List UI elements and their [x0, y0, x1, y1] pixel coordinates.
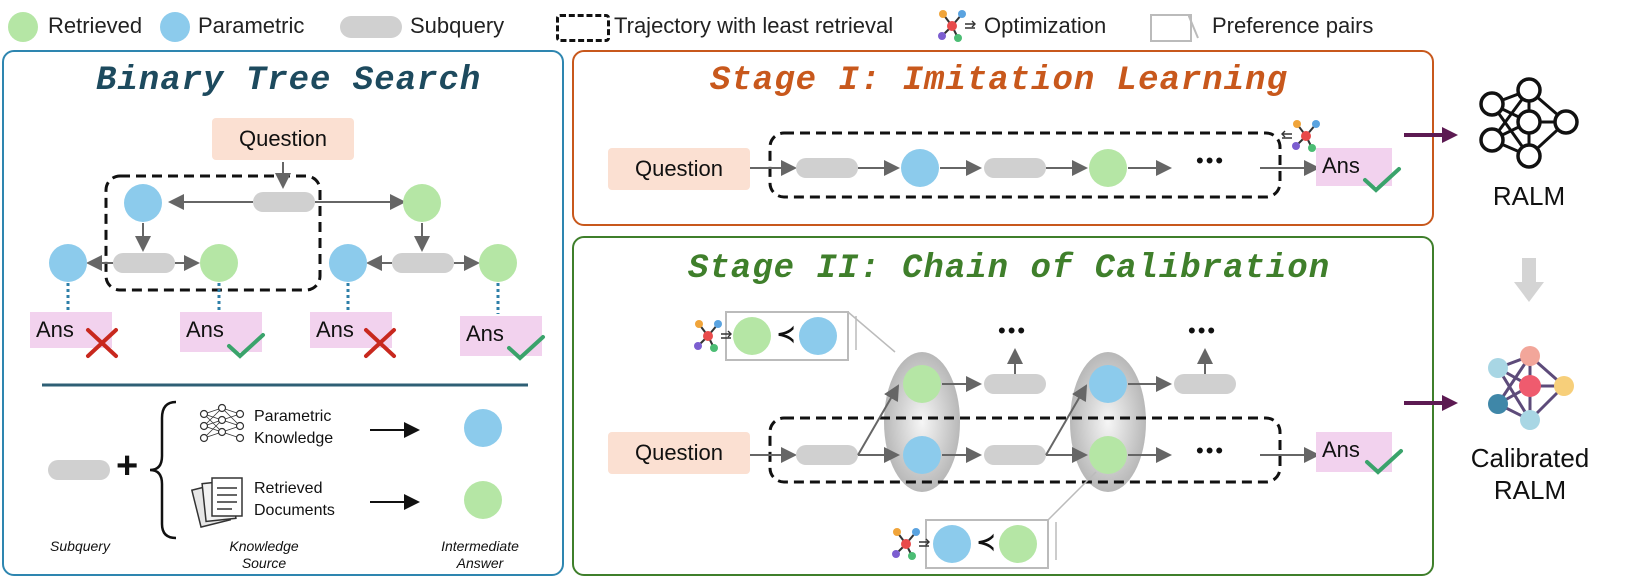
binary-tree-search-panel — [2, 50, 564, 576]
down-arrow-icon — [1514, 258, 1544, 302]
retrieved-documents-icon — [190, 477, 243, 528]
stage1-panel — [572, 50, 1434, 226]
optimization-icon — [694, 320, 732, 352]
knowledge-source-caption: Knowledge Source — [229, 538, 299, 571]
stage2-ellipsis-top-1: ••• — [998, 318, 1028, 343]
stage1-question-box: Question — [608, 148, 750, 190]
correct-check-icon — [1365, 449, 1403, 475]
left-answer-box-4: Ans — [460, 316, 542, 356]
stage2-title: Stage II: Chain of Calibration — [688, 250, 1331, 288]
calibrated-ralm-label-1: Calibrated — [1470, 443, 1590, 473]
calibrated-ralm-network-icon — [1488, 346, 1574, 430]
stage1-title: Stage I: Imitation Learning — [710, 62, 1288, 100]
optimization-icon — [1281, 120, 1320, 152]
stage1-answer-box: Ans — [1316, 148, 1392, 186]
correct-check-icon — [227, 333, 265, 359]
optimization-legend-label: Optimization — [984, 13, 1107, 38]
parametric-legend-label: Parametric — [198, 13, 305, 38]
stage1-ellipsis: ••• — [1196, 148, 1226, 173]
wrong-cross-icon — [364, 328, 396, 358]
left-answer-box-2: Ans — [180, 312, 262, 352]
stage2-ellipsis-main: ••• — [1196, 438, 1226, 463]
retrieved-documents-label: Retrieved Documents — [254, 480, 335, 519]
correct-check-icon — [1363, 167, 1401, 193]
binary-tree-diagram — [42, 162, 528, 540]
ralm-network-icon — [1479, 77, 1579, 169]
calibrated-ralm-label-2: RALM — [1493, 475, 1567, 505]
subquery-caption: Subquery — [50, 538, 110, 554]
intermediate-answer-caption: Intermediate Answer — [441, 538, 519, 571]
ralm-label: RALM — [1492, 181, 1566, 211]
plus-sign: + — [116, 445, 139, 487]
optimization-icon — [892, 528, 930, 560]
preference-legend-box — [1150, 14, 1192, 42]
correct-check-icon — [507, 335, 545, 361]
retrieved-legend-dot — [8, 12, 38, 42]
stage2-ellipsis-top-2: ••• — [1188, 318, 1218, 343]
subquery-legend-pill — [340, 16, 402, 38]
trajectory-legend-box — [556, 14, 610, 42]
pref-less-than: ≺ — [976, 529, 997, 556]
left-question-box: Question — [212, 118, 354, 160]
preference-legend-label: Preference pairs — [1212, 13, 1374, 38]
trajectory-legend-label: Trajectory with least retrieval — [614, 13, 894, 38]
preference-legend-tail — [1188, 14, 1199, 39]
parametric-legend-dot — [160, 12, 190, 42]
pref-less-than: ≺ — [776, 321, 797, 348]
stage2-question-box: Question — [608, 432, 750, 474]
parametric-knowledge-label: Parametric Knowledge — [254, 408, 334, 447]
subquery-legend-label: Subquery — [410, 13, 505, 38]
binary-tree-search-title: Binary Tree Search — [96, 62, 482, 100]
stage2-answer-box: Ans — [1316, 432, 1392, 472]
optimization-icon — [938, 10, 976, 42]
wrong-cross-icon — [86, 328, 118, 358]
legend: Retrieved Parametric Subquery Trajectory… — [0, 0, 1627, 50]
retrieved-legend-label: Retrieved — [48, 13, 143, 38]
stage2-panel — [572, 236, 1434, 576]
